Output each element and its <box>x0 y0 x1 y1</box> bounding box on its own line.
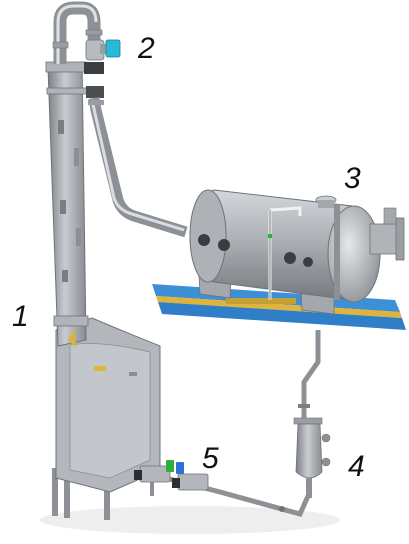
tank-nozzle-flange <box>395 217 405 261</box>
column-skirt-inner <box>69 343 151 479</box>
drain-line <box>298 330 321 420</box>
pipe-flange <box>52 41 69 49</box>
drain-pipe <box>301 330 321 420</box>
valve-block <box>177 473 209 491</box>
tank-nozzle-top <box>383 207 397 225</box>
valve-handle-dark <box>172 478 180 488</box>
valve-actuator-blue <box>176 462 184 474</box>
vessel-body <box>295 423 323 479</box>
floor-shadow <box>40 506 340 534</box>
valve-coupling-lower <box>86 86 104 98</box>
vessel-top-flange <box>293 417 323 425</box>
callout-label-5: 5 <box>202 442 219 475</box>
valve-block <box>139 465 171 483</box>
vessel-nozzle <box>321 457 331 467</box>
level-gauge-mark <box>268 234 272 238</box>
bottom-piping <box>134 460 311 517</box>
column-yellow-marker <box>68 328 76 348</box>
horizontal-tank <box>189 189 405 315</box>
top-bend-pipe <box>52 1 103 64</box>
column-flange-mid <box>46 87 88 95</box>
skirt-slot <box>94 366 106 371</box>
skirt-slot <box>129 372 137 376</box>
tank-manway-neck <box>318 200 334 208</box>
tank-band <box>334 204 340 300</box>
valve-coupling <box>84 62 104 74</box>
valve-actuator-cyan <box>105 39 121 58</box>
transfer-pipe <box>88 97 188 238</box>
sight-glass <box>198 234 210 246</box>
callout-label-4: 4 <box>348 450 365 483</box>
column-port-side <box>76 228 81 246</box>
valve-stem <box>100 44 110 54</box>
valve-actuator-green <box>166 460 174 472</box>
column-port <box>60 200 66 214</box>
pipe-flange <box>85 29 103 36</box>
pipe-joint <box>279 506 285 512</box>
column-leg-mid <box>64 474 70 518</box>
column-flange-low <box>53 315 89 327</box>
transfer-pipe-highlight <box>90 99 185 232</box>
column-port-side <box>74 148 79 166</box>
separator-vessel <box>293 417 331 498</box>
top-valve <box>84 39 121 98</box>
drain-flange <box>298 404 310 408</box>
tank-nozzle-right <box>369 223 399 255</box>
column-leg-right <box>104 480 110 520</box>
vessel-outlet <box>306 478 312 498</box>
riser-pipe <box>53 1 101 64</box>
column-body <box>47 61 87 347</box>
sight-glass <box>284 252 296 264</box>
callout-label-1: 1 <box>12 300 29 333</box>
column-port <box>58 120 64 134</box>
rail-blue-front <box>158 302 406 330</box>
column-leg-left <box>52 468 58 516</box>
valve-handle-dark <box>134 470 142 480</box>
riser-pipe-highlight <box>56 4 98 64</box>
rail-yellow <box>156 296 402 318</box>
callout-label-2: 2 <box>138 32 155 65</box>
column-port <box>62 270 68 282</box>
vessel-nozzle <box>321 433 331 443</box>
sight-glass <box>218 239 230 251</box>
callout-label-3: 3 <box>344 162 361 195</box>
valve-bracket <box>150 482 154 496</box>
pipe-flange <box>88 100 104 105</box>
sight-glass <box>303 257 313 267</box>
rail-crossbar <box>226 298 296 304</box>
